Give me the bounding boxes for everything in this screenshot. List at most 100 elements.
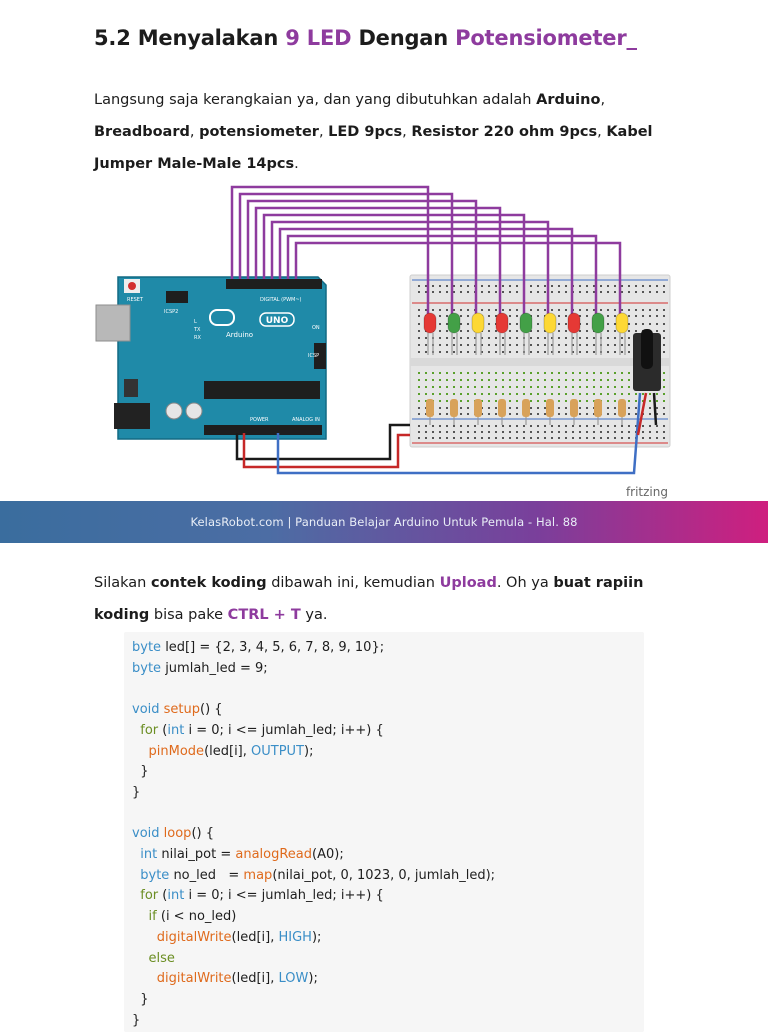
code-line: for (int i = 0; i <= jumlah_led; i++) {: [132, 722, 384, 738]
instruction-text: dibawah ini, kemudian: [266, 575, 440, 591]
code-token: byte: [140, 867, 170, 883]
code-token: }: [132, 784, 141, 800]
board-tx-label: TX: [193, 327, 201, 333]
intro-text: .: [294, 156, 299, 172]
code-line: digitalWrite(led[i], LOW);: [132, 971, 318, 986]
page-footer: KelasRobot.com | Panduan Belajar Arduino…: [0, 501, 768, 543]
signal-wire: [286, 234, 598, 315]
code-token: i = 0; i <= jumlah_led; i++) {: [184, 722, 384, 738]
signal-wire: [246, 199, 478, 315]
heading-middle: Dengan: [351, 26, 456, 50]
code-line: void loop() {: [132, 826, 214, 841]
resistor: [546, 399, 554, 417]
code-token: setup: [163, 702, 201, 718]
intro-text: Langsung saja kerangkaian ya, dan yang d…: [94, 92, 537, 108]
code-token: () {: [200, 702, 223, 718]
instruction-paragraph: Silakan contek koding dibawah ini, kemud…: [94, 567, 684, 631]
code-line: int nilai_pot = analogRead(A0);: [132, 847, 344, 863]
intro-bold-kabel: Kabel Jumper Male-Male 14pcs: [94, 124, 653, 172]
code-token: LOW: [278, 971, 309, 987]
code-token: jumlah_led = 9;: [165, 660, 268, 676]
code-token: else: [148, 950, 175, 966]
resistor: [522, 399, 530, 417]
intro-bold-breadboard: Breadboard: [94, 124, 190, 140]
signal-wires: [230, 185, 622, 315]
intro-text: ,: [189, 124, 200, 140]
code-token: byte: [132, 640, 166, 655]
code-token: for: [140, 722, 159, 738]
code-line: if (i < no_led): [132, 909, 237, 924]
led: [447, 312, 461, 425]
code-token: [132, 951, 149, 966]
code-token: map: [243, 867, 273, 883]
code-line: byte led[] = {2, 3, 4, 5, 6, 7, 8, 9, 10…: [132, 640, 384, 655]
code-line: digitalWrite(led[i], HIGH);: [132, 929, 322, 945]
code-block: byte led[] = {2, 3, 4, 5, 6, 7, 8, 9, 10…: [124, 632, 644, 1032]
led: [495, 312, 509, 425]
code-token: (A0);: [312, 847, 344, 863]
resistor: [570, 399, 578, 417]
code-token: );: [304, 743, 314, 759]
led-row: [423, 312, 629, 425]
signal-wire: [230, 185, 430, 315]
code-token: loop: [163, 826, 192, 842]
arduino-board: UNO Arduino RESET ICSP2 DIGITAL (PWM~) P…: [95, 276, 327, 440]
board-icsp-label: ICSP: [308, 353, 319, 359]
section-heading: 5.2 Menyalakan 9 LED Dengan Potensiomete…: [94, 26, 637, 50]
vcc-wire: [242, 433, 410, 469]
code-token: i = 0; i <= jumlah_led; i++) {: [184, 888, 384, 904]
intro-bold-led: LED 9pcs: [328, 124, 403, 140]
code-line: byte no_led = map(nilai_pot, 0, 1023, 0,…: [132, 868, 495, 883]
pot-gnd-wire: [652, 392, 658, 426]
resistor: [498, 399, 506, 417]
led: [543, 312, 557, 425]
footer-text: KelasRobot.com | Panduan Belajar Arduino…: [190, 515, 578, 529]
led: [615, 312, 629, 425]
board-arduino-label: Arduino: [226, 331, 253, 339]
code-token: analogRead: [235, 847, 313, 863]
instruction-text: Silakan: [94, 575, 151, 591]
intro-text: ,: [600, 92, 606, 108]
instruction-text: ya.: [300, 607, 328, 623]
ground-wire: [235, 423, 410, 461]
code-token: byte: [132, 660, 166, 676]
code-token: pinMode: [148, 743, 205, 759]
led: [591, 312, 605, 425]
code-token: }: [132, 764, 149, 780]
pot-vcc-wire: [636, 392, 648, 436]
instruction-highlight-upload: Upload: [439, 575, 497, 591]
code-line: }: [132, 992, 148, 1007]
board-uno-label: UNO: [266, 316, 289, 326]
signal-wire: [238, 192, 454, 315]
board-l-label: L: [194, 319, 197, 325]
resistor: [450, 399, 458, 417]
signal-wire: [254, 206, 502, 315]
heading-highlight-potensiometer: Potensiometer_: [455, 26, 637, 50]
code-token: [132, 971, 157, 986]
code-token: (led[i],: [231, 971, 279, 987]
code-token: OUTPUT: [251, 743, 305, 759]
led: [519, 312, 533, 425]
instruction-bold-contek: contek koding: [150, 575, 267, 591]
intro-text: ,: [402, 124, 412, 140]
code-token: int: [140, 847, 158, 863]
code-token: (led[i],: [231, 929, 279, 945]
instruction-text: . Oh ya: [496, 575, 554, 591]
code-line: pinMode(led[i], OUTPUT);: [132, 743, 314, 759]
board-icsp2-label: ICSP2: [164, 309, 178, 315]
led: [423, 312, 437, 425]
code-token: }: [132, 1012, 141, 1028]
intro-paragraph: Langsung saja kerangkaian ya, dan yang d…: [94, 84, 684, 180]
code-listing: byte led[] = {2, 3, 4, 5, 6, 7, 8, 9, 10…: [124, 632, 644, 1031]
circuit-svg: UNO Arduino RESET ICSP2 DIGITAL (PWM~) P…: [95, 185, 671, 499]
intro-text: ,: [597, 124, 607, 140]
board-analog-label: ANALOG IN: [292, 417, 320, 423]
signal-wire: [270, 220, 550, 315]
signal-wire: [278, 227, 574, 315]
board-power-label: POWER: [250, 417, 269, 423]
code-token: HIGH: [278, 929, 312, 945]
signal-wire: [262, 213, 526, 315]
code-token: (led[i],: [204, 743, 252, 759]
code-line: }: [132, 764, 149, 780]
